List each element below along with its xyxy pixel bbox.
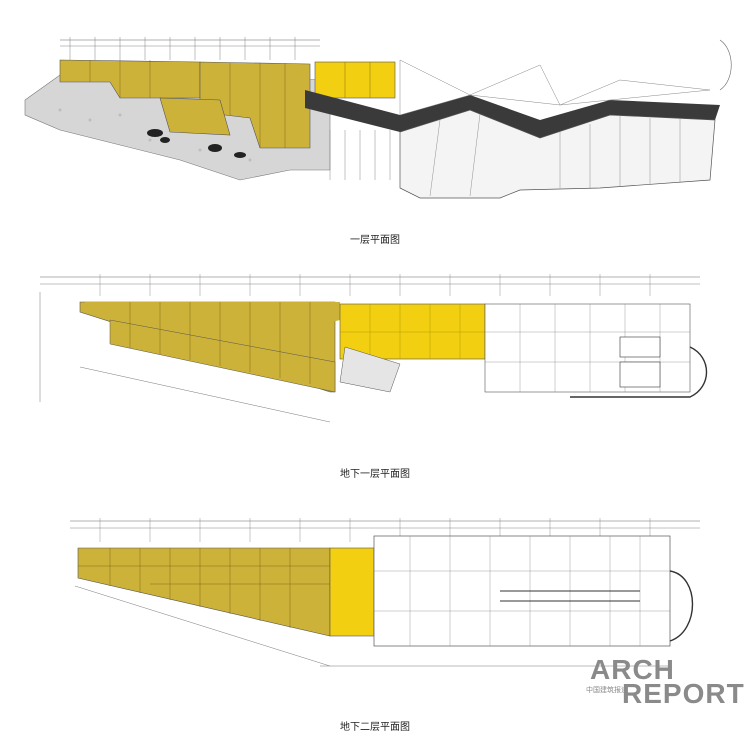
basement-1-drawing <box>39 274 707 423</box>
ground-floor-drawing <box>24 37 732 199</box>
logo-report-text: REPORT <box>622 678 745 709</box>
arch-report-logo: ARCH 中国建筑报道 REPORT <box>586 654 744 728</box>
basement-2-drawing <box>70 518 700 667</box>
logo-cn-text: 中国建筑报道 <box>586 686 628 694</box>
ground-floor-plan <box>0 20 750 220</box>
ground-floor-caption: 一层平面图 <box>350 235 400 246</box>
basement-1-caption: 地下一层平面图 <box>340 469 410 480</box>
logo-arch-text: ARCH <box>590 654 675 685</box>
basement-1-plan <box>0 272 750 452</box>
basement-2-caption: 地下二层平面图 <box>340 722 410 733</box>
basement-2-plan <box>0 516 750 686</box>
